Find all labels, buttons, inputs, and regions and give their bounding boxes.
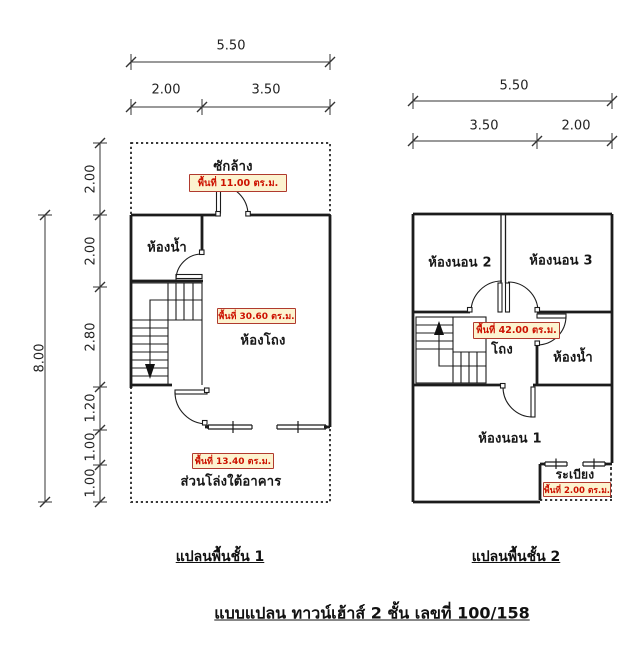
room-label-bathroom-2: ห้องน้ำ — [553, 350, 593, 366]
dim-f1-top-left: 2.00 — [151, 82, 181, 98]
dim-f1-side-total: 8.00 — [32, 343, 48, 373]
floor2-walls — [411, 212, 614, 504]
room-label-bathroom-1: ห้องน้ำ — [147, 240, 187, 256]
caption-floor1: แปลนพื้นชั้น 1 — [175, 549, 265, 565]
floor2-bedroom-divider — [500, 214, 507, 283]
floor1-walls — [129, 213, 332, 429]
room-label-bedroom-1: ห้องนอน 1 — [478, 431, 542, 447]
room-label-balcony: ระเบียง — [555, 467, 595, 482]
caption-floor2: แปลนพื้นชั้น 2 — [471, 549, 561, 565]
room-label-open-space: ส่วนโล่งใต้อาคาร — [180, 474, 282, 490]
room-label-hall-2: โถง — [491, 342, 513, 358]
sheet-title: แบบแปลน ทาวน์เฮ้าส์ 2 ชั้น เลขที่ 100/15… — [214, 603, 530, 623]
dim-f2-top-right: 2.00 — [561, 118, 591, 134]
floor1-doors — [174, 184, 251, 426]
floor1-windows — [207, 421, 327, 433]
dim-f2-top-total: 5.50 — [499, 78, 529, 94]
area-badge-hall-2: พื้นที่ 42.00 ตร.ม. — [473, 322, 560, 339]
dim-f1-seg-4: 1.00 — [83, 432, 99, 462]
dim-f2-top-left: 3.50 — [469, 118, 499, 134]
room-label-laundry: ซักล้าง — [213, 159, 253, 175]
floor1-staircase — [131, 282, 203, 385]
dim-f1-seg-1: 2.00 — [83, 236, 99, 266]
dim-f1-seg-3: 1.20 — [83, 393, 99, 423]
room-label-bedroom-2: ห้องนอน 2 — [428, 255, 492, 271]
area-badge-open-space: พื้นที่ 13.40 ตร.ม. — [192, 453, 274, 469]
dim-f1-top-total: 5.50 — [216, 38, 246, 54]
floor2-staircase — [415, 316, 487, 384]
dim-f1-seg-2: 2.80 — [83, 322, 99, 352]
area-badge-laundry: พื้นที่ 11.00 ตร.ม. — [189, 174, 287, 192]
floor2-balcony-windows — [544, 458, 606, 469]
dim-f1-seg-5: 1.00 — [83, 468, 99, 498]
area-badge-hall-1: พื้นที่ 30.60 ตร.ม. — [217, 308, 296, 324]
room-label-bedroom-3: ห้องนอน 3 — [529, 253, 593, 269]
floor2-doors — [466, 280, 567, 418]
dim-f1-seg-0: 2.00 — [83, 164, 99, 194]
floor2-balcony-dashed — [540, 467, 612, 501]
area-badge-balcony: พื้นที่ 2.00 ตร.ม. — [543, 482, 611, 497]
dim-f1-top-right: 3.50 — [251, 82, 281, 98]
room-label-hall-1: ห้องโถง — [240, 333, 286, 349]
dimension-lines — [38, 54, 618, 508]
